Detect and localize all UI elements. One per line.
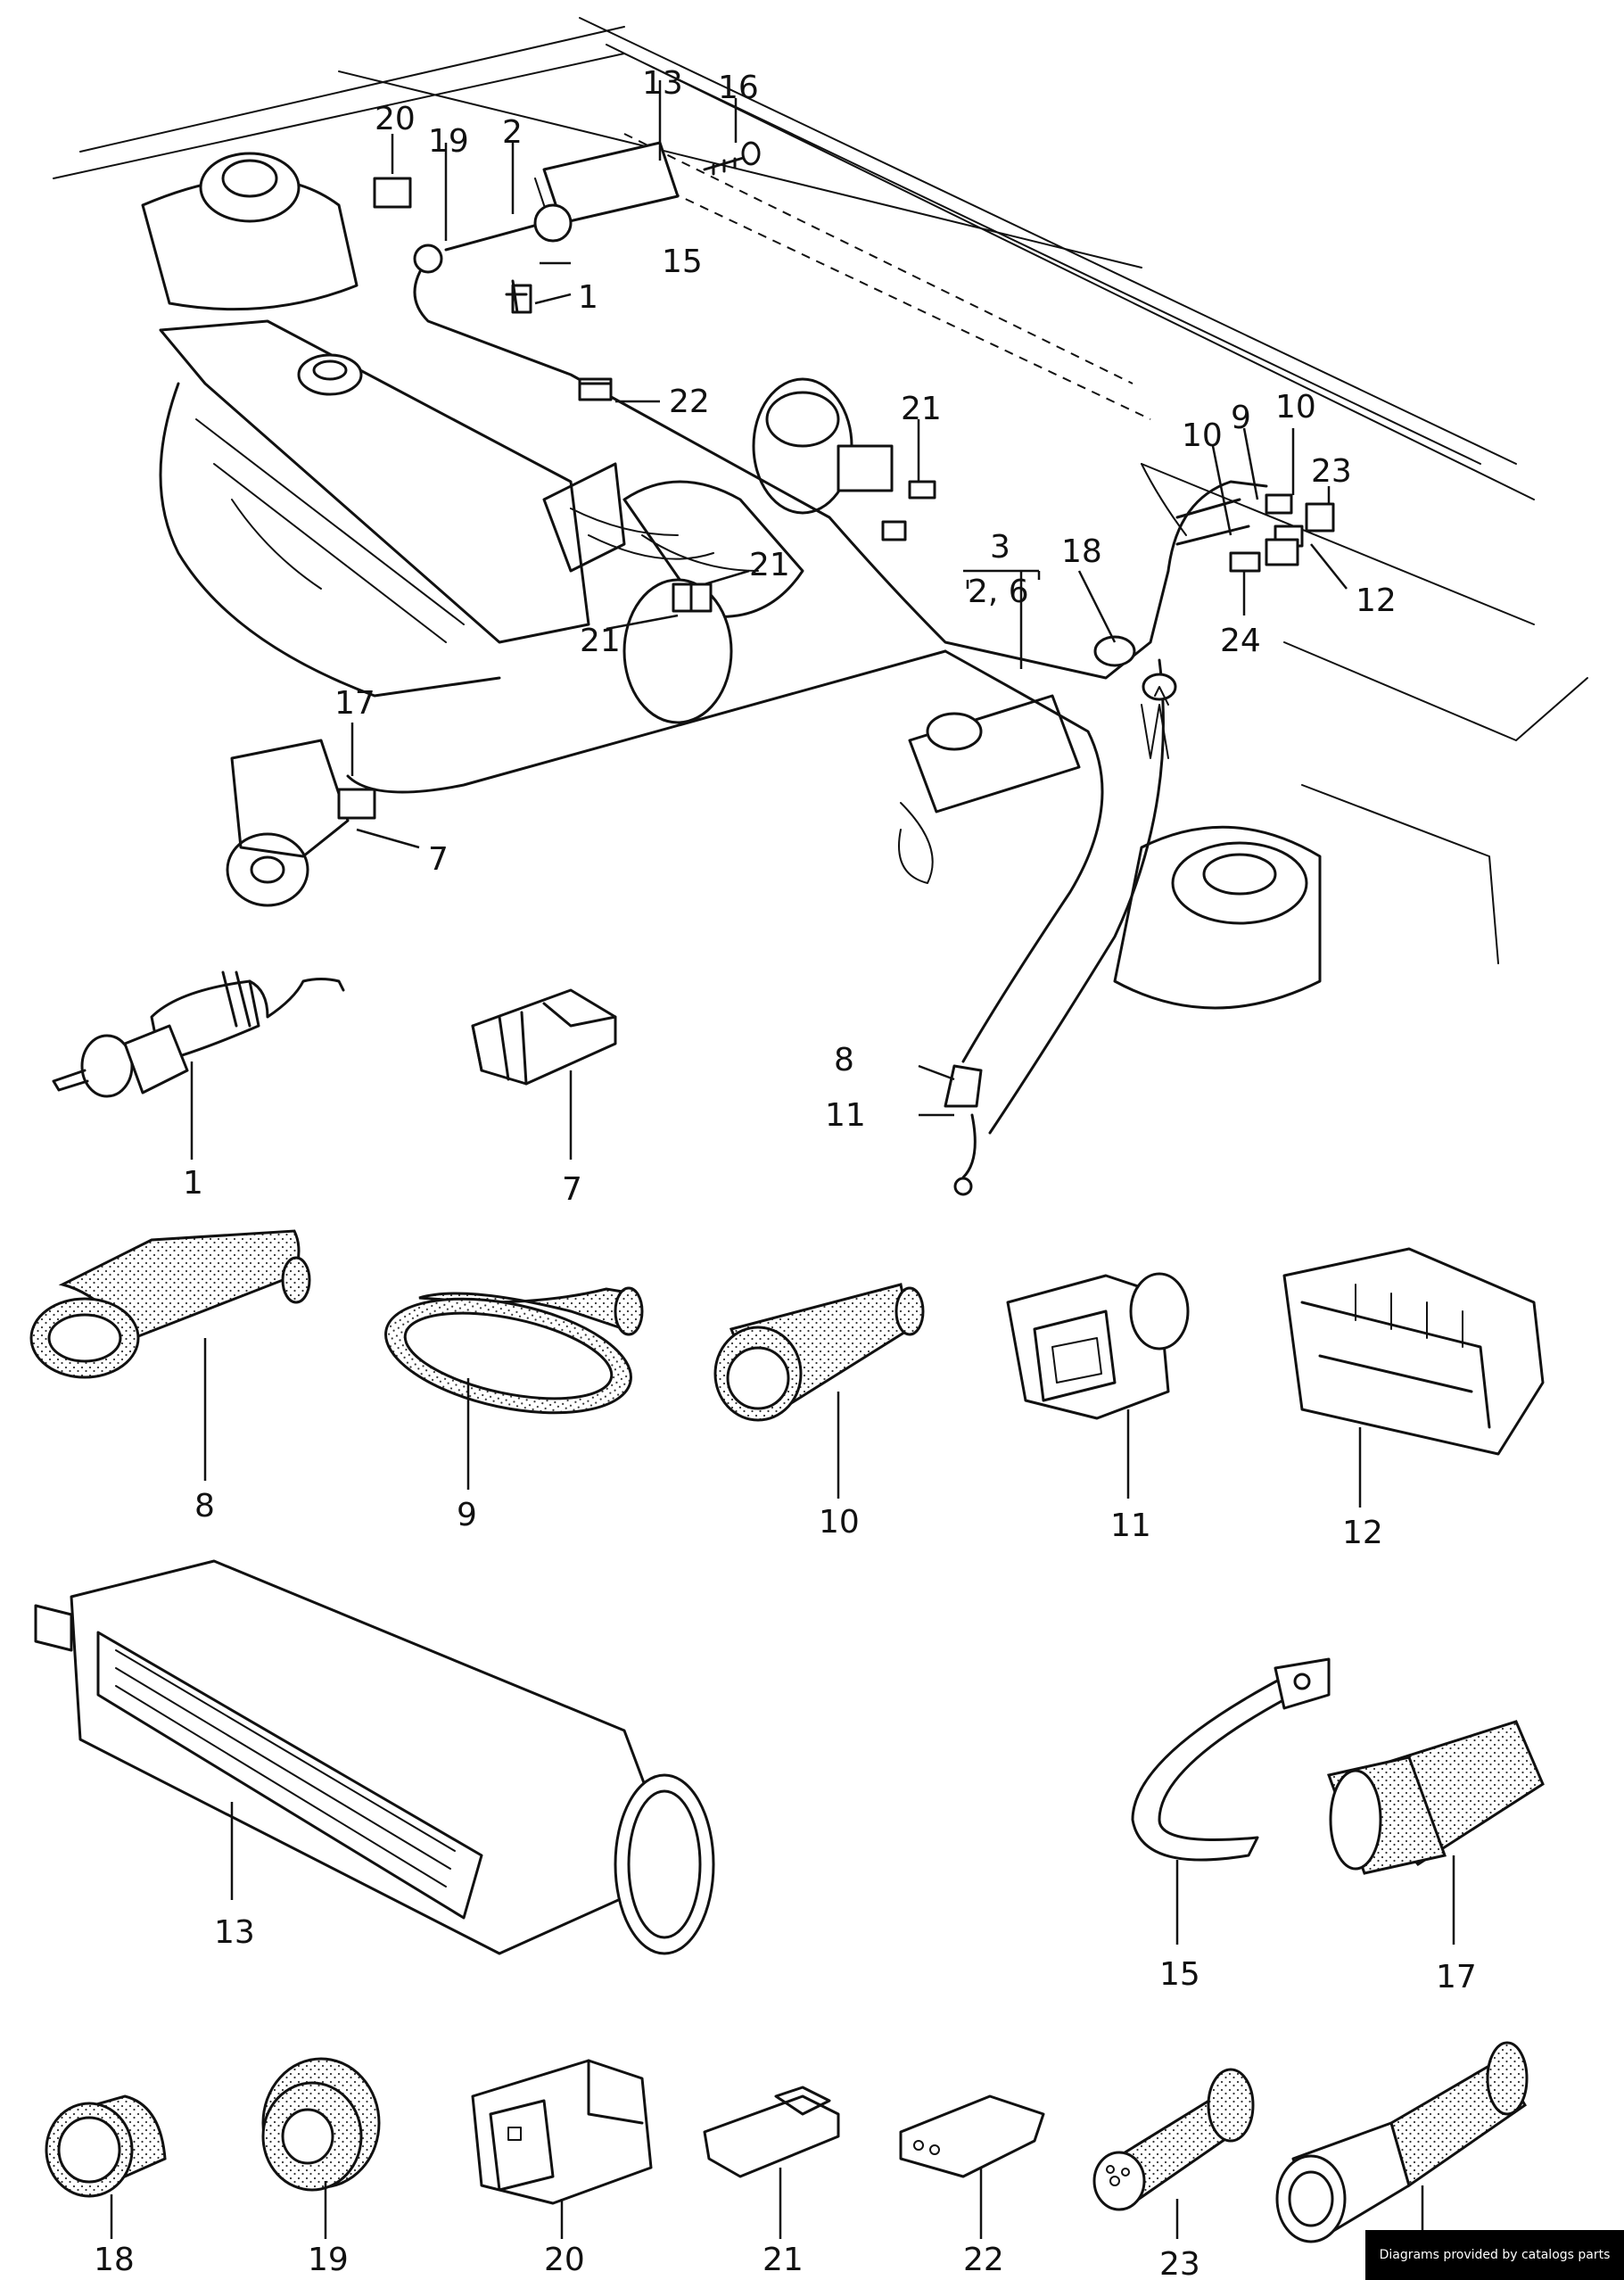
part-13-drawing (34, 1559, 715, 1955)
part-label-21: 21 (763, 2242, 804, 2278)
part-24-drawing (1275, 2041, 1529, 2243)
part-label-9: 9 (457, 1497, 477, 1533)
callout-10-right: 10 (1275, 389, 1316, 425)
part-label-10: 10 (819, 1504, 860, 1541)
part-label-23: 23 (1159, 2246, 1200, 2280)
part-23-drawing (1092, 2068, 1255, 2211)
part-label-19: 19 (308, 2242, 349, 2278)
part-18-drawing (45, 2094, 167, 2198)
callout-17: 17 (334, 685, 375, 722)
part-label-12: 12 (1342, 1515, 1383, 1551)
part-7-drawing (471, 988, 617, 1086)
callout-16: 16 (718, 70, 759, 106)
callout-2: 2 (502, 114, 523, 151)
part-12-drawing (1282, 1247, 1545, 1456)
part-19-drawing (261, 2057, 381, 2192)
callout-2-6: 2, 6 (968, 574, 1029, 610)
part-17-drawing (1327, 1720, 1545, 1875)
callout-21-left: 21 (580, 623, 621, 659)
part-label-8: 8 (194, 1488, 215, 1524)
callout-9: 9 (1231, 400, 1251, 436)
part-8-drawing (29, 1229, 311, 1379)
callout-18: 18 (1061, 533, 1102, 570)
callout-10-left: 10 (1182, 417, 1223, 454)
leader-lines (110, 80, 1455, 2257)
callout-24: 24 (1220, 623, 1261, 659)
part-22-drawing (899, 2094, 1045, 2178)
part-label-17: 17 (1436, 1959, 1477, 1995)
part-21-drawing (703, 2086, 840, 2178)
part-label-20: 20 (544, 2242, 585, 2278)
callout-23: 23 (1311, 453, 1352, 490)
part-label-1: 1 (183, 1165, 203, 1202)
catalog-credit-banner: Diagrams provided by catalogs parts (1365, 2230, 1624, 2280)
part-label-13: 13 (214, 1914, 255, 1951)
callout-12: 12 (1356, 582, 1397, 619)
part-label-22: 22 (963, 2242, 1004, 2278)
callout-1: 1 (578, 279, 598, 316)
callout-20: 20 (375, 101, 416, 137)
callout-21-upper: 21 (901, 391, 942, 427)
callout-13: 13 (642, 65, 683, 102)
callout-22: 22 (669, 384, 710, 420)
callout-3: 3 (990, 529, 1010, 566)
part-9-drawing (384, 1286, 644, 1415)
callout-7: 7 (428, 841, 449, 878)
callout-11: 11 (825, 1097, 866, 1134)
part-label-15: 15 (1159, 1956, 1200, 1993)
part-20-drawing (471, 2059, 653, 2205)
callout-8: 8 (834, 1042, 854, 1078)
part-10-drawing (713, 1283, 925, 1422)
callout-21-mid: 21 (749, 547, 790, 583)
callout-15: 15 (662, 244, 703, 280)
part-11-drawing (1006, 1272, 1190, 1420)
part-label-7: 7 (562, 1171, 582, 1208)
part-1-drawing (52, 971, 345, 1098)
part-label-18: 18 (94, 2242, 135, 2278)
engine-bay-illustration (53, 17, 1588, 1196)
part-15-drawing (1131, 1657, 1331, 1862)
callout-19: 19 (428, 123, 469, 160)
part-label-11: 11 (1110, 1508, 1151, 1544)
